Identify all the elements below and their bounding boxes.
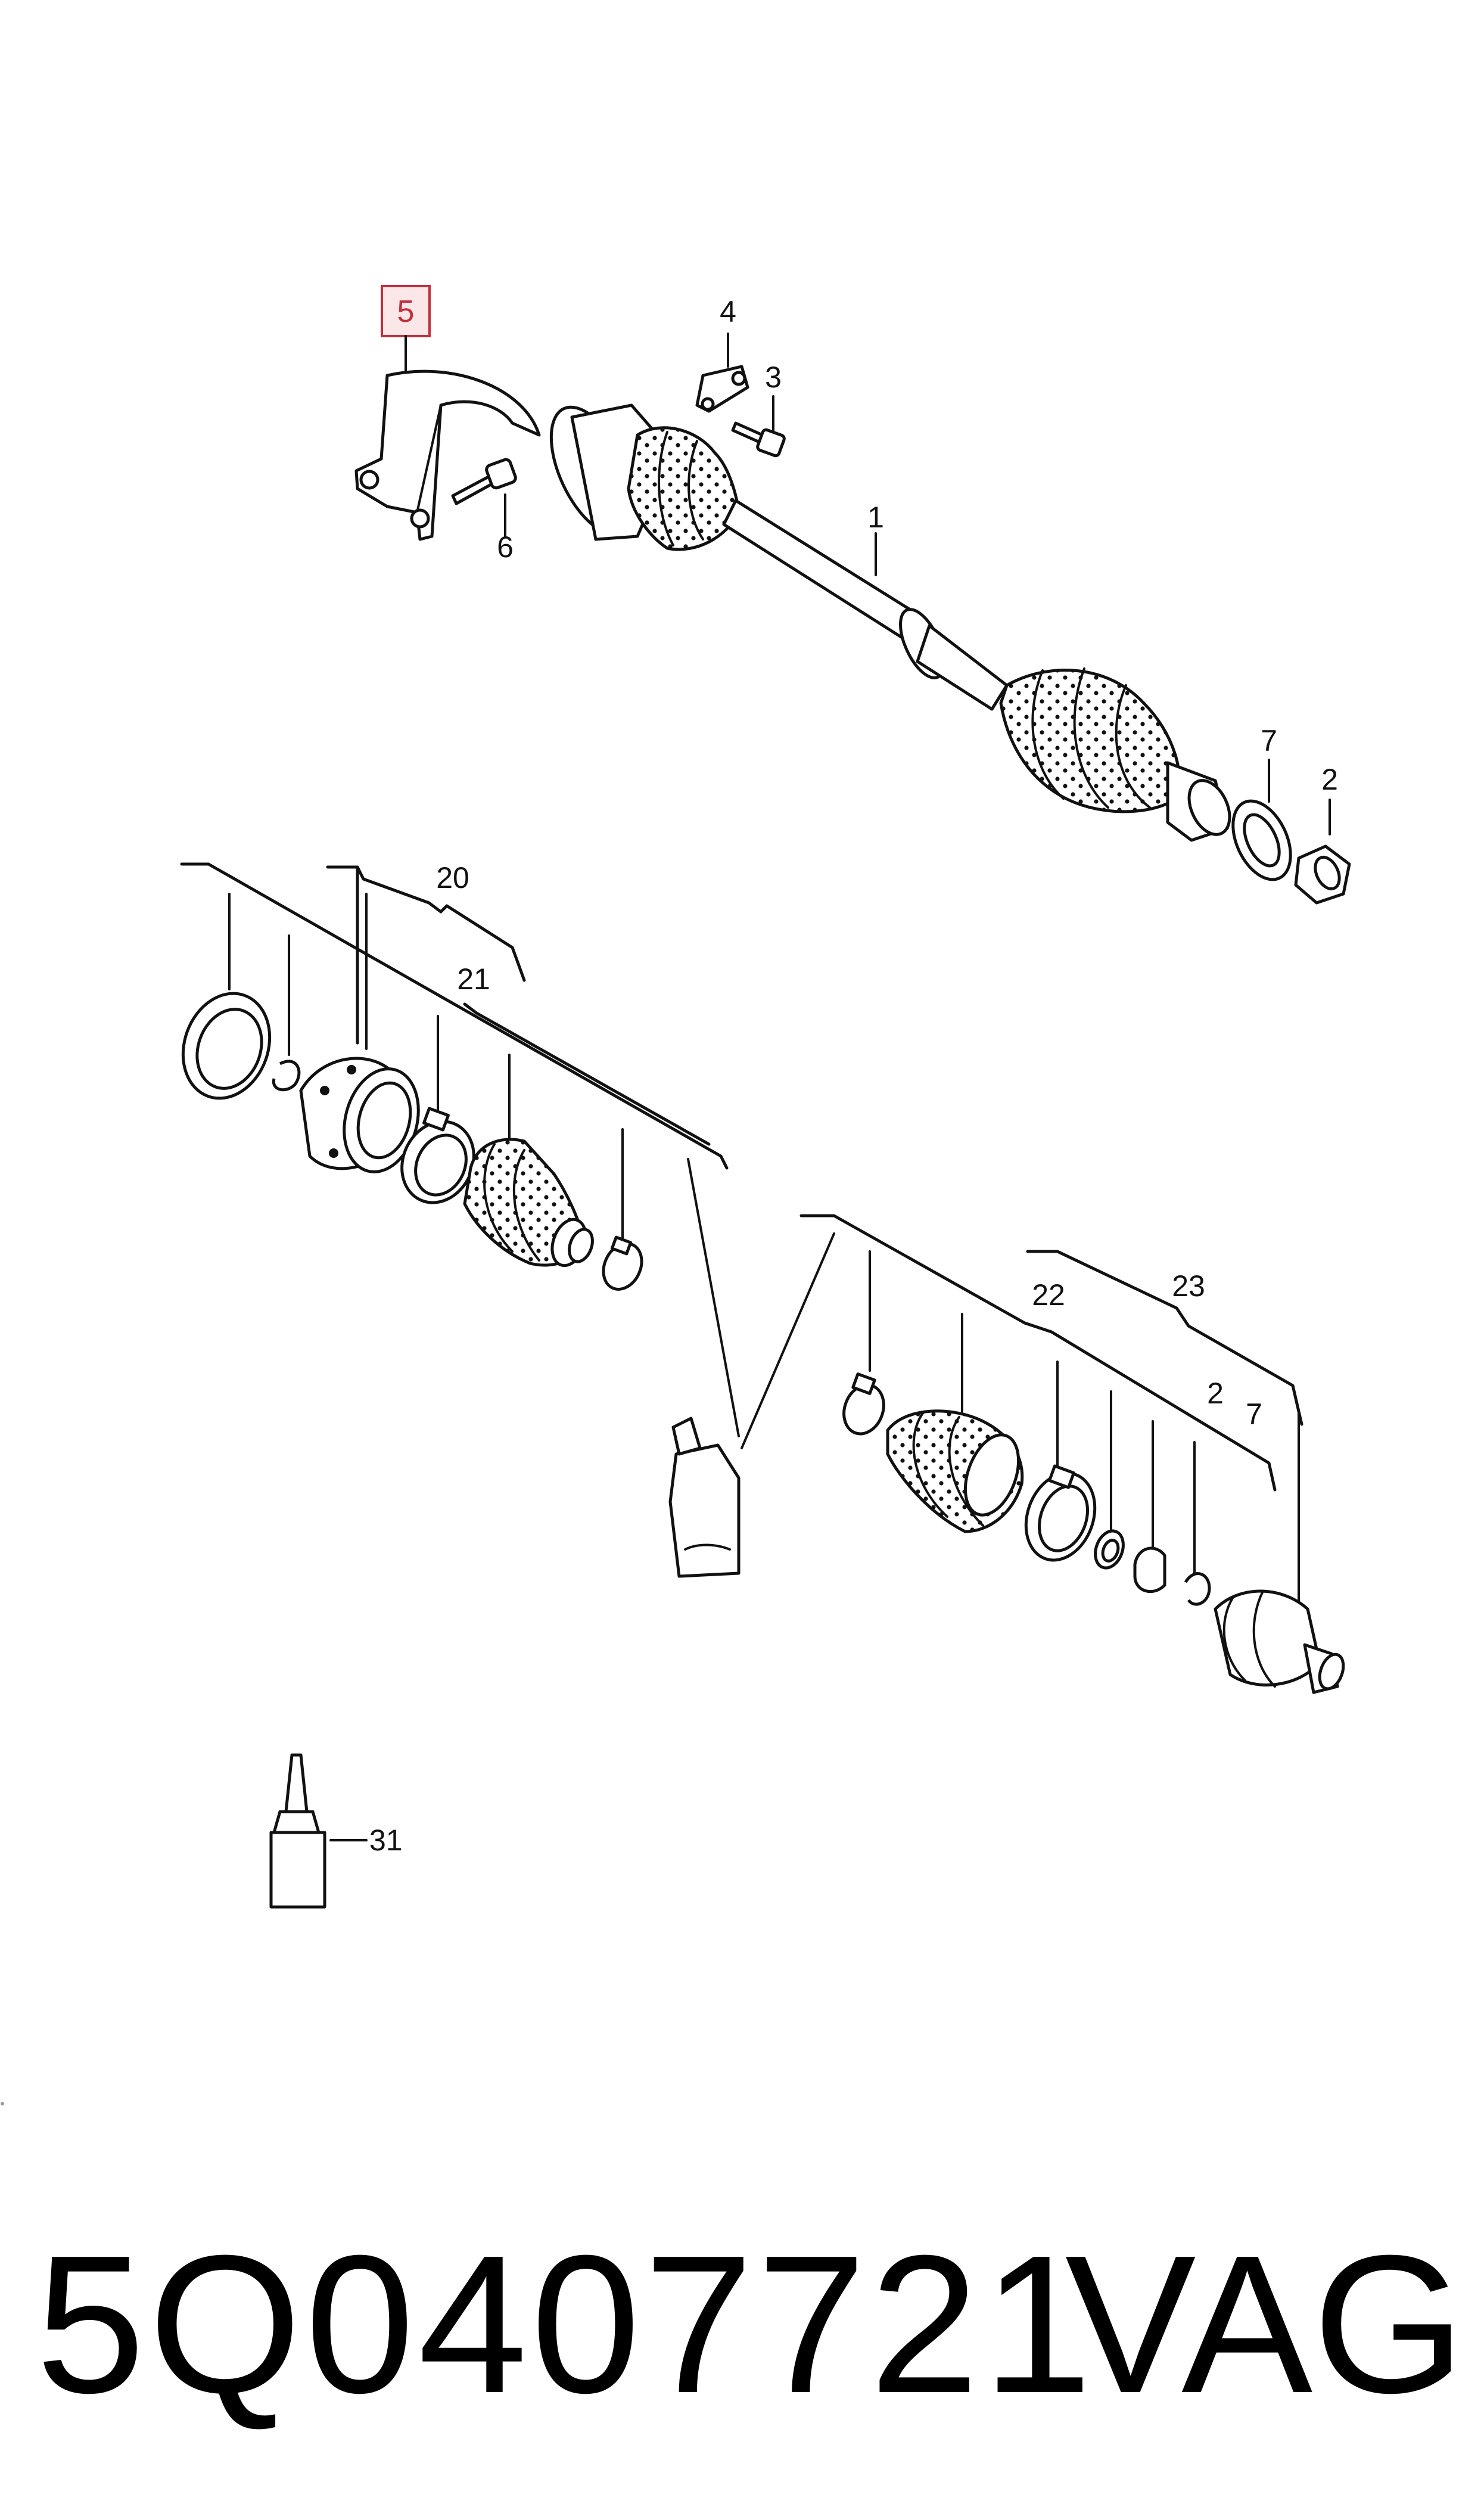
brand-name: VAG bbox=[1065, 2214, 1466, 2434]
svg-text:4: 4 bbox=[720, 295, 736, 328]
bolt-part-6[interactable]: 6 bbox=[451, 458, 517, 564]
repair-kit-23-bracket[interactable]: 23 bbox=[1026, 1250, 1303, 1426]
svg-text:2: 2 bbox=[1207, 1377, 1224, 1410]
retaining-plate-part-4[interactable]: 4 bbox=[695, 295, 749, 413]
repair-kit-22-bracket[interactable]: 22 bbox=[799, 1214, 1277, 1492]
svg-text:23: 23 bbox=[1172, 1269, 1205, 1303]
grease-tube[interactable] bbox=[668, 1417, 741, 1578]
edge-mark bbox=[1, 2102, 4, 2105]
outer-cv-joint[interactable] bbox=[1214, 1589, 1348, 1694]
hose-clamp-large[interactable] bbox=[389, 1107, 487, 1215]
outer-hose-clamp-large[interactable] bbox=[1015, 1464, 1107, 1570]
thrust-washer-part-7[interactable]: 7 bbox=[1221, 724, 1302, 889]
grease-leader-line bbox=[741, 1232, 835, 1449]
svg-text:20: 20 bbox=[436, 861, 469, 894]
retaining-ring[interactable] bbox=[169, 981, 284, 1110]
svg-text:21: 21 bbox=[457, 962, 490, 996]
svg-text:3: 3 bbox=[765, 361, 782, 394]
svg-text:1: 1 bbox=[867, 501, 884, 534]
svg-text:7: 7 bbox=[1246, 1397, 1262, 1431]
bolt-part-3[interactable]: 3 bbox=[731, 361, 786, 458]
repair-kit-21-bracket[interactable]: 21 bbox=[457, 962, 711, 1146]
svg-text:31: 31 bbox=[369, 1824, 403, 1857]
svg-text:5: 5 bbox=[397, 294, 415, 329]
part-number: 5Q0407721 bbox=[36, 2214, 1096, 2434]
outer-hose-clamp-small[interactable] bbox=[838, 1372, 891, 1440]
part-5-callout[interactable]: 5 bbox=[381, 285, 431, 375]
hose-clamp-small[interactable] bbox=[596, 1235, 649, 1296]
outer-cv-boot[interactable] bbox=[886, 1409, 1029, 1533]
sealant-bottle-part-31[interactable]: 31 bbox=[269, 1753, 403, 1909]
drive-shaft-part-1[interactable]: 1 bbox=[534, 395, 1238, 842]
outer-circlip[interactable] bbox=[1184, 1572, 1211, 1606]
inner-cv-boot[interactable] bbox=[463, 1138, 596, 1270]
svg-text:6: 6 bbox=[497, 530, 514, 564]
kit-leader-lines bbox=[228, 893, 740, 1437]
dish-spring[interactable] bbox=[1133, 1546, 1166, 1594]
repair-kit-20-bracket[interactable]: 20 bbox=[180, 861, 729, 1170]
inner-cv-joint[interactable] bbox=[299, 1057, 430, 1181]
svg-text:22: 22 bbox=[1032, 1278, 1065, 1312]
heat-shield-part-5[interactable] bbox=[354, 369, 541, 541]
kit-22-labels: 2 7 bbox=[1207, 1377, 1262, 1431]
footer: 5Q0407721 VAG bbox=[36, 2205, 1466, 2443]
kit-22-leader-lines bbox=[869, 1250, 1300, 1610]
svg-text:7: 7 bbox=[1261, 724, 1277, 757]
svg-text:2: 2 bbox=[1321, 763, 1338, 796]
circlip[interactable] bbox=[272, 1060, 301, 1092]
hub-nut-part-2[interactable]: 2 bbox=[1294, 763, 1351, 905]
outer-thrust-ring[interactable] bbox=[1090, 1527, 1128, 1571]
